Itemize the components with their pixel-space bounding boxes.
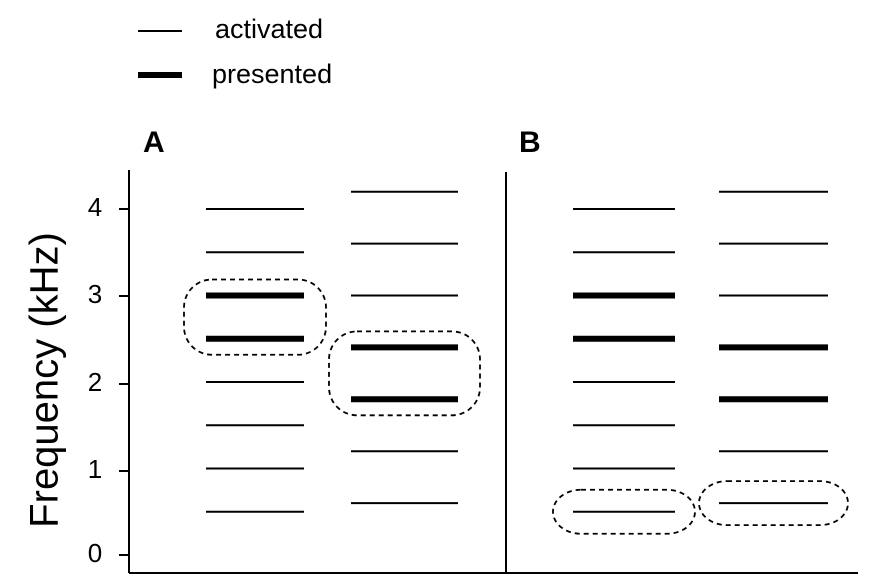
y-tick-label-3: 3 — [88, 279, 102, 309]
y-tick-label-2: 2 — [88, 367, 102, 397]
panel-a-label: A — [143, 126, 165, 159]
y-tick-label-0: 0 — [88, 538, 102, 568]
harmonic-lines — [206, 190, 828, 513]
highlight-box-b-1 — [552, 488, 696, 535]
highlight-boxes — [183, 278, 849, 535]
panel-b-label: B — [519, 126, 541, 159]
y-axis-title: Frequency (kHz) — [23, 232, 67, 528]
highlight-box-a-1 — [183, 278, 327, 356]
legend-presented-label: presented — [212, 59, 332, 89]
legend: activated presented — [138, 14, 332, 89]
y-tick-label-4: 4 — [88, 192, 102, 222]
highlight-box-a-2 — [328, 330, 481, 417]
y-tick-label-1: 1 — [88, 454, 102, 484]
legend-activated-label: activated — [215, 14, 323, 44]
highlight-box-b-2 — [698, 480, 849, 527]
y-ticks: 0 1 2 3 4 — [88, 192, 129, 568]
